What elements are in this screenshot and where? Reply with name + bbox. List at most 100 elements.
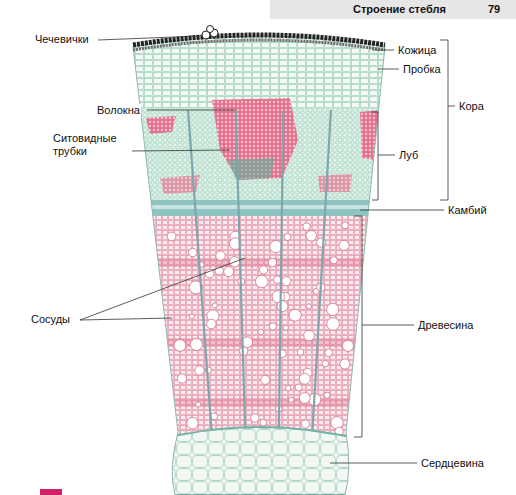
- medullary-ray: [236, 110, 246, 436]
- vessel: [167, 232, 176, 241]
- vessel: [269, 323, 276, 330]
- cambium: [120, 200, 400, 216]
- vessel: [255, 275, 268, 288]
- vessel: [216, 251, 225, 260]
- part-label: Древесина: [417, 319, 474, 332]
- vessel: [289, 309, 301, 321]
- leader-line: [362, 325, 414, 326]
- vessel: [330, 257, 337, 264]
- header-band: [270, 0, 516, 19]
- vessel: [224, 267, 234, 277]
- leader-line: [378, 155, 395, 156]
- leader-line: [360, 210, 444, 211]
- page-title: Строение стебля: [352, 3, 447, 16]
- vessel: [342, 340, 353, 351]
- vessel: [301, 420, 309, 428]
- vessel: [282, 277, 291, 286]
- medullary-ray: [279, 110, 284, 436]
- leader-line: [372, 50, 394, 51]
- vessel: [251, 414, 259, 422]
- medullary-ray: [188, 110, 212, 436]
- leader-line: [130, 150, 230, 151]
- vessel: [190, 338, 202, 350]
- vessel: [283, 325, 288, 330]
- vessel: [342, 222, 349, 229]
- vessel: [306, 230, 316, 240]
- part-label: Сердцевина: [420, 457, 485, 470]
- vessel: [340, 359, 350, 369]
- part-label: Луб: [398, 149, 419, 162]
- leader-line: [448, 106, 455, 107]
- vessel: [195, 366, 204, 375]
- annual-ring: [120, 338, 400, 347]
- vessel: [260, 419, 267, 426]
- vessel: [187, 417, 198, 428]
- vessel: [289, 397, 294, 402]
- vessel: [259, 266, 267, 274]
- vessel: [299, 393, 310, 404]
- leader-line: [98, 36, 200, 40]
- xylem: [120, 216, 400, 436]
- vessel: [304, 330, 315, 341]
- vessel: [177, 374, 186, 383]
- cambium: [120, 205, 400, 209]
- vessel: [306, 304, 311, 309]
- vessel: [261, 375, 270, 384]
- annual-ring: [120, 258, 400, 267]
- vessel: [295, 384, 302, 391]
- vessel: [277, 301, 288, 312]
- part-label: Сосуды: [30, 313, 71, 326]
- vessel: [196, 402, 201, 407]
- medullary-ray: [188, 110, 331, 436]
- leader-line: [147, 110, 235, 111]
- stem-wedge: [120, 20, 400, 495]
- vessel: [270, 240, 282, 252]
- vessel: [299, 373, 310, 384]
- vessel: [331, 417, 343, 429]
- vessel: [325, 349, 333, 357]
- fiber-patch: [146, 116, 176, 134]
- sieve-tubes: [228, 158, 275, 180]
- part-label: Кора: [458, 100, 485, 113]
- page-number: 79: [487, 3, 501, 16]
- part-label: Волокна: [96, 104, 141, 117]
- vessel: [268, 258, 276, 266]
- vessel: [212, 303, 217, 308]
- leader-line: [80, 36, 455, 463]
- vessel: [167, 222, 353, 438]
- vessel: [327, 318, 340, 331]
- part-label: Чечевички: [34, 33, 90, 46]
- page-mark: [40, 489, 62, 495]
- leader-line: [330, 463, 417, 464]
- vessel: [174, 339, 186, 351]
- cortex: [120, 20, 400, 112]
- cork: [133, 40, 385, 50]
- part-label: Кожица: [397, 44, 437, 57]
- vessel: [322, 360, 329, 367]
- leader-line: [372, 112, 378, 200]
- vessel: [207, 319, 217, 329]
- stem-outline: [133, 36, 385, 495]
- part-label: Пробка: [402, 63, 442, 76]
- fiber-patch: [318, 174, 352, 192]
- pith: [150, 427, 370, 495]
- vessel: [284, 234, 291, 241]
- leader-line: [80, 318, 172, 320]
- vessel: [297, 349, 304, 356]
- leader-line: [378, 69, 399, 70]
- vessel: [285, 385, 291, 391]
- lenticel: [207, 26, 214, 33]
- part-label: Ситовидные трубки: [52, 132, 132, 158]
- vessel: [189, 314, 194, 319]
- medullary-ray: [312, 110, 331, 436]
- vessel: [303, 223, 311, 231]
- fiber-patch: [360, 110, 380, 160]
- part-label: Камбий: [447, 204, 488, 217]
- vessel: [327, 303, 339, 315]
- leader-line: [354, 216, 362, 437]
- vessel: [258, 329, 264, 335]
- vessel: [324, 392, 330, 398]
- leader-line: [80, 258, 245, 320]
